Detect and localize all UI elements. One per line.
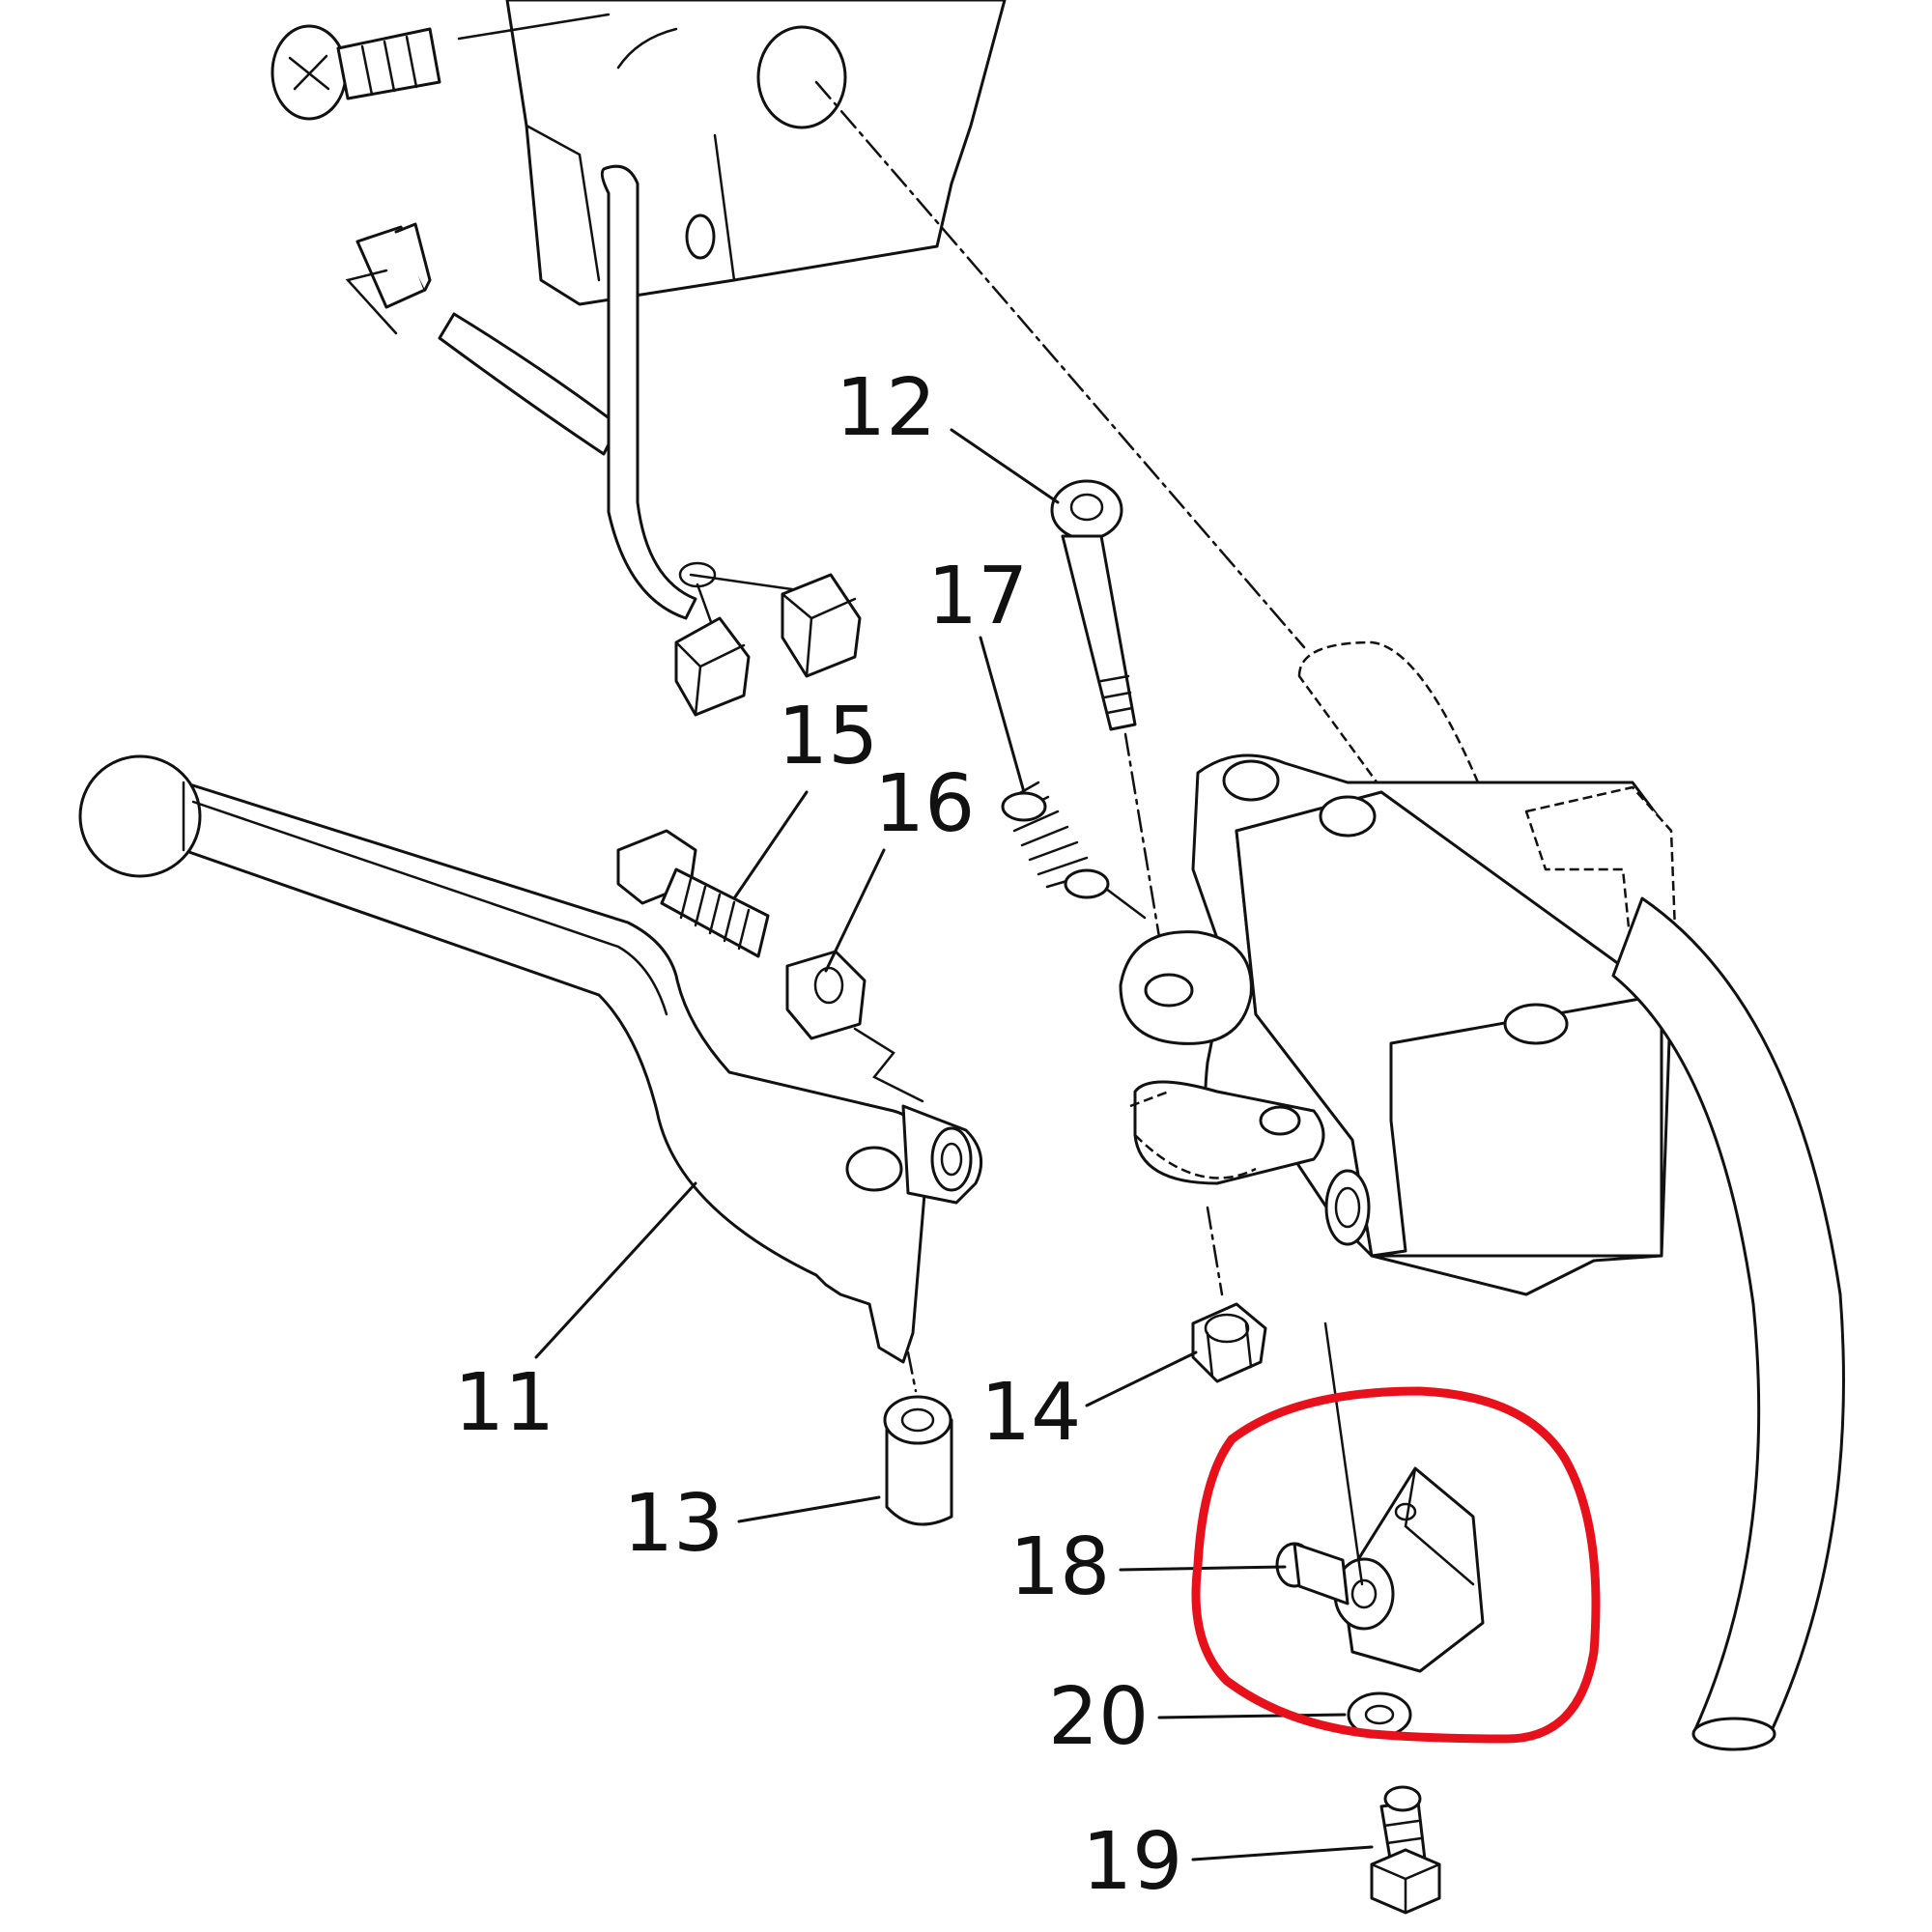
switch-housing [505, 0, 1007, 306]
wire-terminals [674, 573, 862, 717]
callout-17: 17 [927, 551, 1028, 642]
highlight-circle [1191, 1386, 1601, 1744]
callout-14: 14 [980, 1367, 1081, 1459]
leader-13 [737, 1495, 881, 1523]
leader-18 [1119, 1565, 1287, 1572]
part-12-bolt [1050, 479, 1166, 968]
switch-wiring [345, 164, 717, 620]
callout-13: 13 [623, 1478, 724, 1570]
part-19-screw [1370, 1785, 1441, 1915]
leader-16 [824, 848, 886, 973]
part-15-pivot-bolt [616, 829, 770, 958]
callout-11: 11 [454, 1357, 554, 1449]
master-cylinder [1119, 640, 1673, 1296]
leader-19 [1191, 1845, 1374, 1861]
leader-15 [732, 790, 809, 900]
leader-20 [1157, 1713, 1347, 1719]
part-17-spring [1001, 781, 1147, 920]
part-11-brake-lever [78, 754, 983, 1364]
callout-20: 20 [1048, 1671, 1149, 1763]
callout-12: 12 [836, 362, 936, 454]
leader-11 [534, 1181, 697, 1359]
part-16-nut [785, 950, 924, 1103]
leader-12 [950, 428, 1060, 504]
guide-line-main [814, 80, 1306, 649]
brake-hose [1611, 896, 1845, 1751]
screw-top-left [270, 13, 611, 121]
callout-labels: 12 17 15 16 11 14 13 18 20 19 [454, 362, 1182, 1908]
leader-lines [534, 428, 1374, 1861]
callout-19: 19 [1082, 1816, 1182, 1908]
leader-14 [1085, 1350, 1198, 1407]
leader-17 [979, 636, 1026, 794]
part-18-brake-switch [1275, 1321, 1485, 1673]
callout-16: 16 [874, 758, 975, 850]
part-14-nut [1191, 1206, 1267, 1383]
part-13-collar [883, 1350, 953, 1526]
callout-15: 15 [778, 691, 878, 782]
callout-18: 18 [1009, 1521, 1110, 1613]
